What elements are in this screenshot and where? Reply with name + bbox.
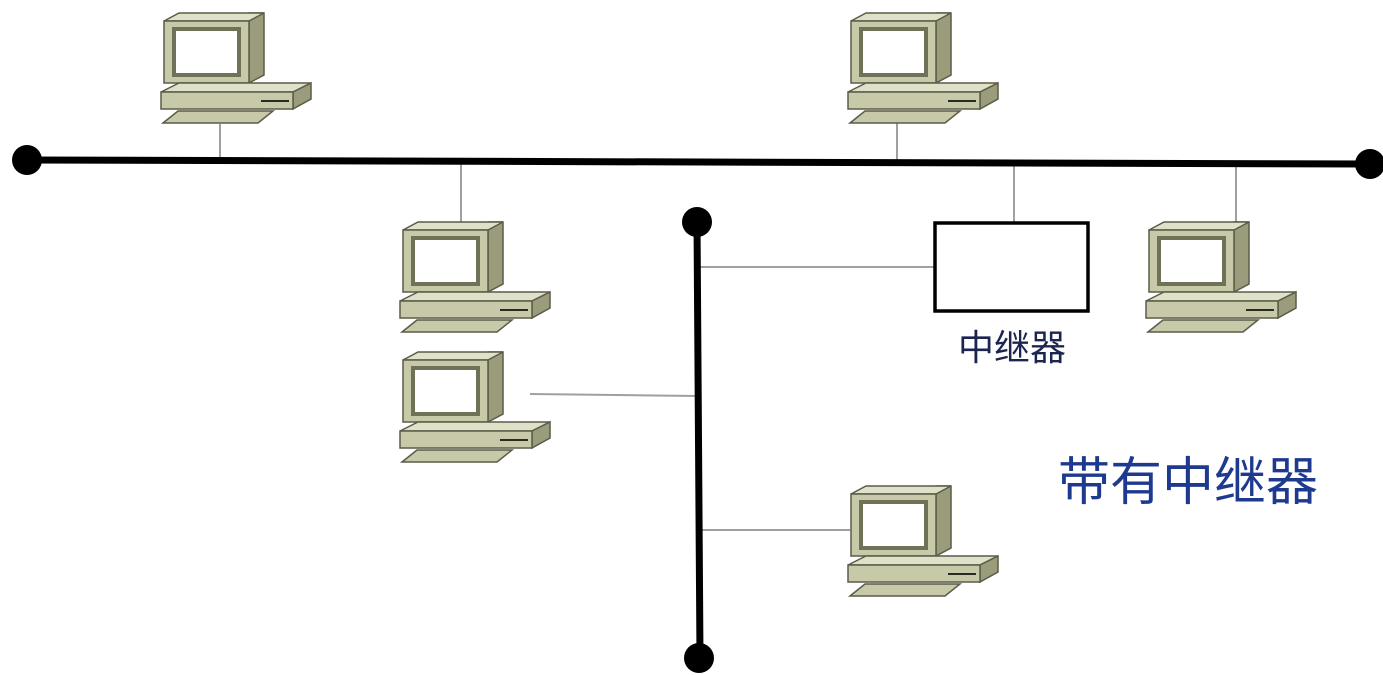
diagram-caption: 带有中继器 bbox=[1058, 453, 1318, 513]
main-bus-line bbox=[26, 156, 1371, 168]
repeater-label: 中继器 bbox=[958, 328, 1066, 369]
main-bus-terminator-right bbox=[1355, 149, 1383, 179]
secondary-bus bbox=[682, 207, 714, 673]
main-bus bbox=[12, 145, 1383, 179]
drop-lines bbox=[219, 118, 1237, 531]
computer-icon bbox=[1145, 221, 1297, 333]
repeater: 中继器 bbox=[933, 221, 1090, 369]
main-bus-terminator-left bbox=[12, 145, 42, 175]
repeater-box bbox=[933, 221, 1090, 313]
secondary-bus-line bbox=[693, 221, 704, 659]
secondary-bus-terminator-bottom bbox=[684, 643, 714, 673]
secondary-bus-terminator-top bbox=[682, 207, 712, 237]
drop-line-pc-mid-left-lower bbox=[529, 393, 698, 397]
computer-icon bbox=[160, 12, 312, 124]
computer-icon bbox=[847, 485, 999, 597]
computer-icon bbox=[399, 351, 551, 463]
computer-icon bbox=[399, 221, 551, 333]
computer-icon bbox=[847, 12, 999, 124]
